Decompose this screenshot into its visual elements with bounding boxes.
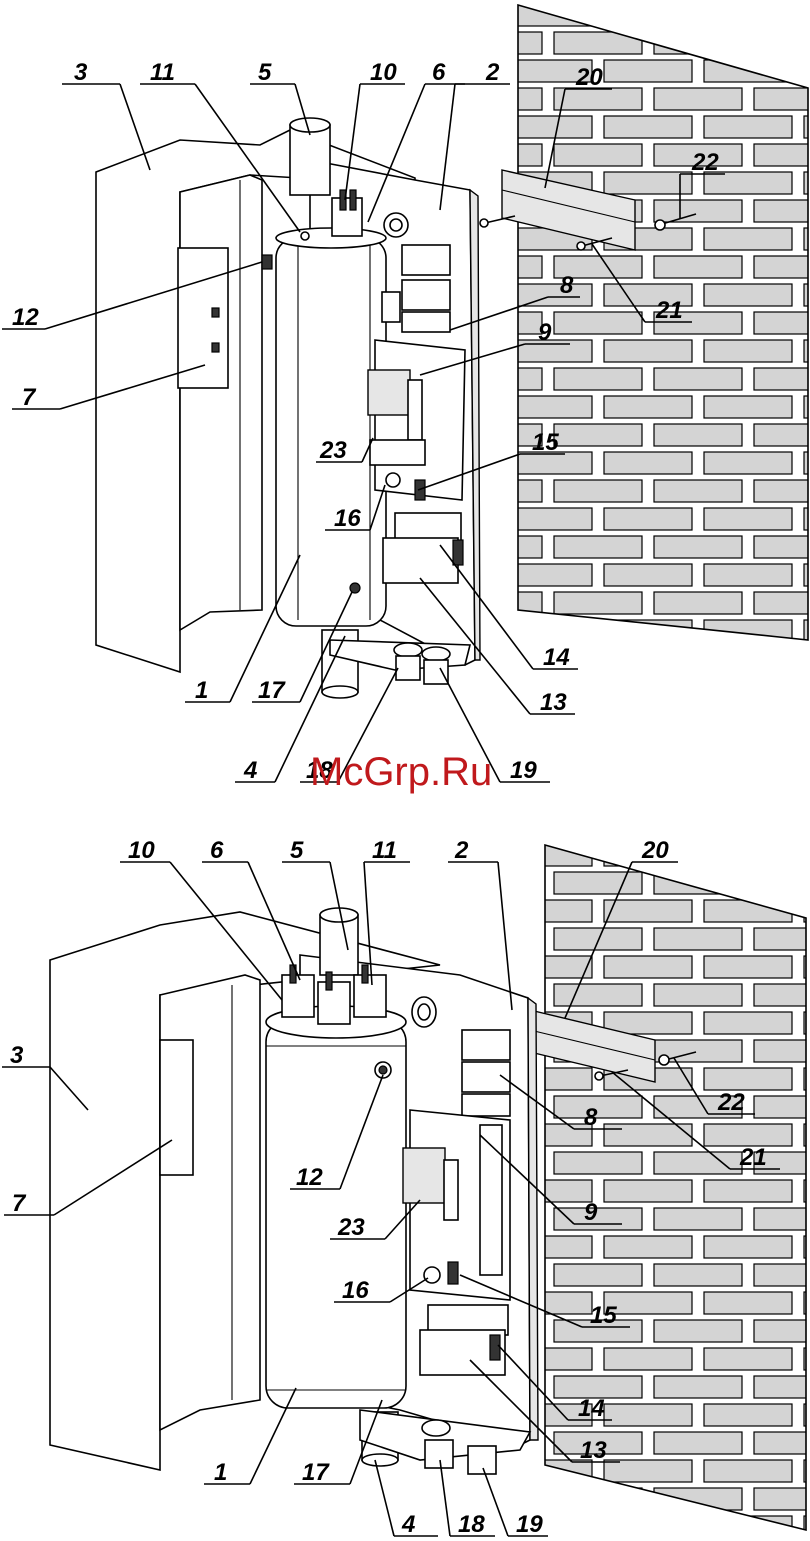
heater-tank-bottom — [266, 1006, 406, 1408]
top-label-4: 4 — [243, 757, 257, 784]
top-callout-3: 3 — [62, 59, 150, 170]
bottom-label-14: 14 — [578, 1395, 605, 1422]
bottom-label-22: 22 — [717, 1089, 745, 1116]
top-label-14: 14 — [543, 644, 570, 671]
bottom-leader-18 — [440, 1460, 450, 1536]
bottom-label-3: 3 — [10, 1042, 24, 1069]
top-label-3: 3 — [74, 59, 88, 86]
outlet-pipe-top — [290, 118, 330, 195]
bottom-label-5: 5 — [290, 837, 304, 864]
bottom-leader-19 — [483, 1468, 508, 1536]
bottom-label-18: 18 — [458, 1511, 485, 1538]
top-label-11: 11 — [150, 59, 175, 86]
bottom-label-10: 10 — [128, 837, 155, 864]
heater-tank-top — [276, 228, 386, 626]
bottom-label-9: 9 — [584, 1199, 598, 1226]
top-label-16: 16 — [334, 505, 361, 532]
bottom-view — [50, 845, 806, 1530]
bottom-label-13: 13 — [580, 1437, 607, 1464]
control-board-top — [368, 340, 465, 500]
bottom-label-2: 2 — [454, 837, 469, 864]
bottom-label-23: 23 — [337, 1214, 365, 1241]
top-label-9: 9 — [538, 319, 552, 346]
top-label-10: 10 — [370, 59, 397, 86]
bottom-label-6: 6 — [210, 837, 224, 864]
circuit-breaker-top — [383, 513, 463, 583]
bottom-label-1: 1 — [214, 1459, 227, 1486]
control-board-bottom — [403, 1110, 510, 1300]
bottom-label-20: 20 — [641, 837, 669, 864]
bottom-label-12: 12 — [296, 1164, 323, 1191]
top-label-19: 19 — [510, 757, 537, 784]
top-label-12: 12 — [12, 304, 39, 331]
top-label-13: 13 — [540, 689, 567, 716]
top-label-20: 20 — [575, 64, 603, 91]
top-label-6: 6 — [432, 59, 446, 86]
bottom-label-17: 17 — [302, 1459, 330, 1486]
brick-wall-bottom — [545, 845, 806, 1530]
outlet-pipe-bottom — [320, 908, 358, 975]
bottom-leader-4 — [375, 1460, 394, 1536]
bottom-label-21: 21 — [739, 1144, 767, 1171]
top-label-2: 2 — [485, 59, 500, 86]
bottom-label-7: 7 — [12, 1190, 27, 1217]
bottom-label-4: 4 — [401, 1511, 415, 1538]
bottom-label-8: 8 — [584, 1104, 598, 1131]
circuit-breaker-bottom — [420, 1305, 508, 1375]
top-label-5: 5 — [258, 59, 272, 86]
top-label-23: 23 — [319, 437, 347, 464]
top-label-21: 21 — [655, 297, 683, 324]
bottom-label-11: 11 — [372, 837, 397, 864]
bottom-callout-19: 19 — [483, 1468, 548, 1538]
bottom-label-15: 15 — [590, 1302, 617, 1329]
bottom-callout-4: 4 — [375, 1460, 438, 1538]
top-label-17: 17 — [258, 677, 286, 704]
top-label-22: 22 — [691, 149, 719, 176]
relay-block-bottom — [462, 1030, 510, 1116]
bottom-label-16: 16 — [342, 1277, 369, 1304]
watermark: McGrp.Ru — [310, 750, 492, 794]
top-label-15: 15 — [532, 429, 559, 456]
sensor-12-top — [262, 255, 272, 269]
bottom-label-19: 19 — [516, 1511, 543, 1538]
top-label-8: 8 — [560, 272, 574, 299]
top-label-1: 1 — [195, 677, 208, 704]
top-label-7: 7 — [22, 384, 37, 411]
